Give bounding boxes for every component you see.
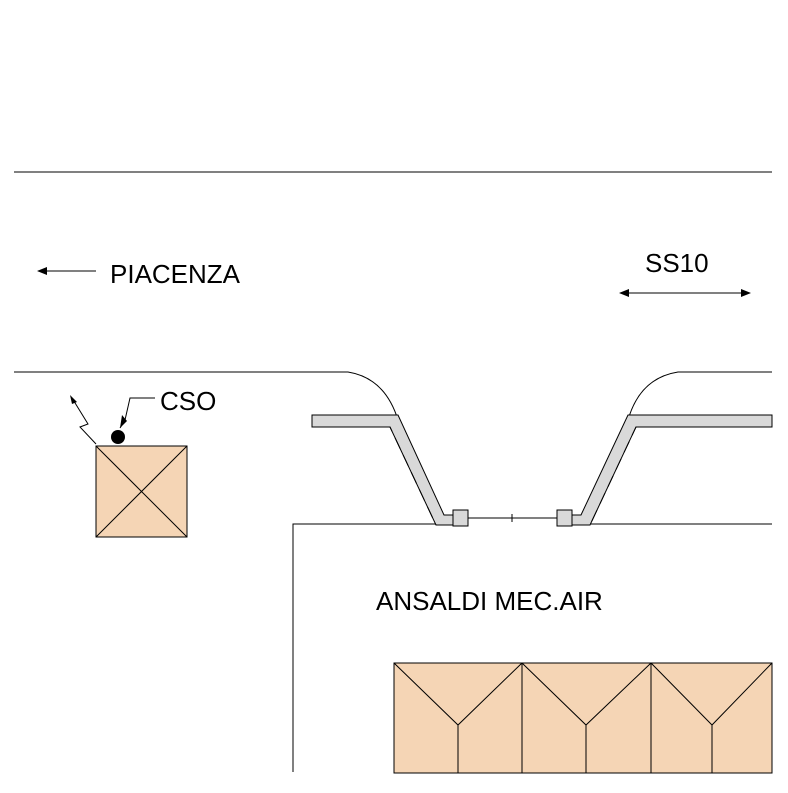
fence-left-dash	[326, 426, 437, 526]
building-ansaldi	[393, 662, 773, 774]
fence-right-dash	[589, 426, 772, 526]
road-edge-bottom-left	[14, 371, 399, 421]
emission-arrowhead	[70, 395, 77, 404]
cso-leader-arrow	[120, 415, 127, 428]
gate-post-right	[556, 509, 573, 527]
fence-right	[571, 414, 773, 526]
cso-label: CSO	[160, 386, 216, 416]
small-building	[95, 445, 188, 538]
road-edge-bottom-right	[627, 371, 772, 421]
direction-label-ss10: SS10	[645, 248, 709, 278]
cso-marker-icon	[111, 430, 125, 444]
direction-label-piacenza: PIACENZA	[110, 259, 241, 289]
emission-zigzag-icon	[71, 397, 97, 445]
fence-left	[311, 414, 454, 526]
property-boundary-left	[292, 523, 436, 772]
building-name-label: ANSALDI MEC.AIR	[376, 586, 603, 616]
cso-leader-line	[119, 397, 155, 429]
gate-post-left	[452, 509, 469, 527]
